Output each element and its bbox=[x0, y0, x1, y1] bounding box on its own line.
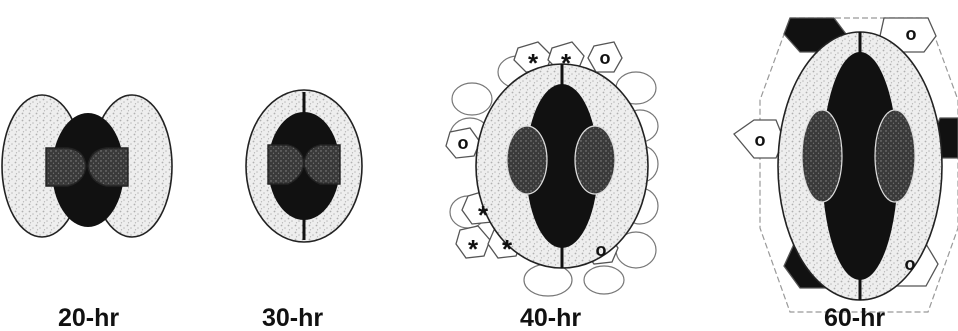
circle-marker: o bbox=[596, 240, 607, 260]
star-marker: * bbox=[561, 48, 572, 78]
right-nucleus bbox=[875, 110, 915, 202]
star-marker: * bbox=[478, 200, 489, 230]
neighbor-cell bbox=[584, 266, 624, 294]
circle-marker: o bbox=[600, 48, 611, 68]
stage-20hr: 20-hr bbox=[2, 95, 172, 331]
stage-60hr-cell bbox=[778, 32, 942, 300]
star-marker: * bbox=[468, 234, 479, 264]
circle-marker: o bbox=[755, 130, 766, 150]
star-marker: * bbox=[502, 234, 513, 264]
stage-40hr: * * o o * * * o 40-hr bbox=[446, 42, 658, 331]
circle-marker: o bbox=[906, 24, 917, 44]
stage-label-40hr: 40-hr bbox=[520, 304, 581, 331]
left-nucleus bbox=[802, 110, 842, 202]
stage-20hr-cell bbox=[2, 95, 172, 237]
stage-label-60hr: 60-hr bbox=[824, 304, 885, 331]
stage-60hr: o o o 60-hr bbox=[734, 18, 958, 331]
circle-marker: o bbox=[905, 254, 916, 274]
stage-label-20hr: 20-hr bbox=[58, 304, 119, 331]
right-nucleus bbox=[575, 126, 615, 194]
star-marker: * bbox=[528, 48, 539, 78]
right-nucleus bbox=[88, 148, 128, 186]
stage-30hr: 30-hr bbox=[246, 90, 362, 331]
neighbor-cell bbox=[524, 264, 572, 296]
stage-30hr-cell bbox=[246, 90, 362, 242]
neighbor-cell bbox=[452, 83, 492, 115]
left-nucleus bbox=[46, 148, 86, 186]
left-nucleus bbox=[507, 126, 547, 194]
circle-marker: o bbox=[458, 133, 469, 153]
stage-label-30hr: 30-hr bbox=[262, 304, 323, 331]
